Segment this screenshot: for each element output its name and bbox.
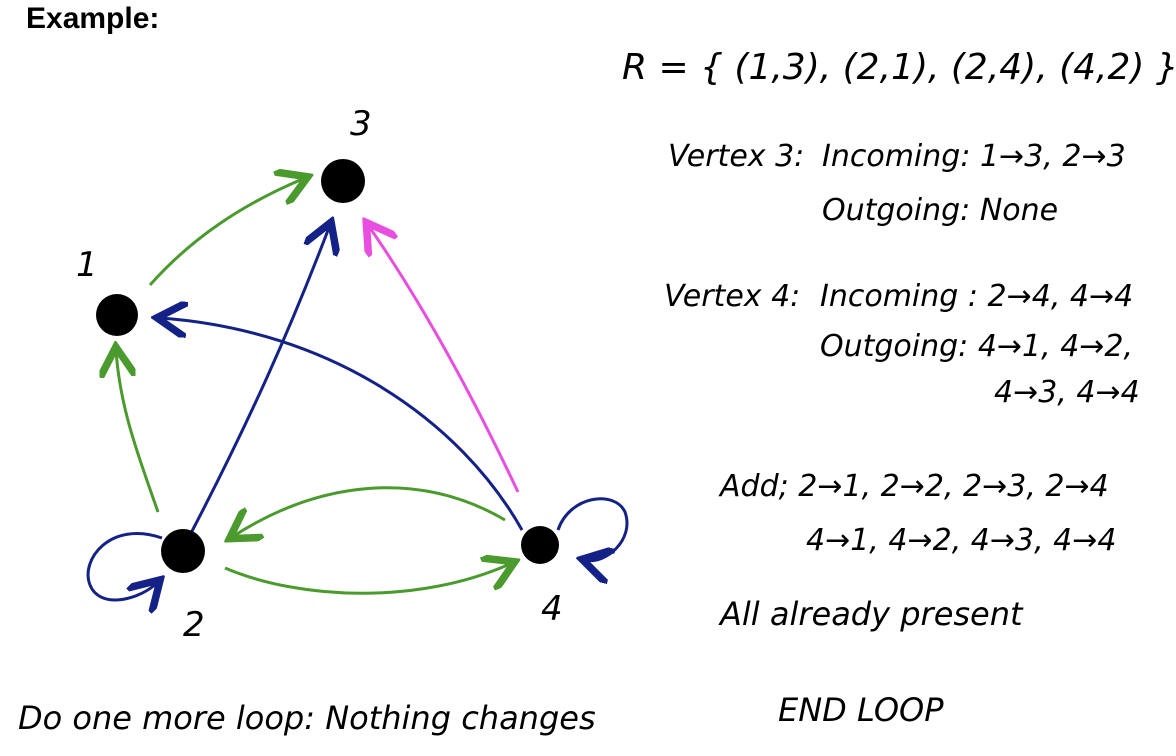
- vertex-1-label: 1: [76, 245, 98, 285]
- edge-2-to-3: [188, 225, 330, 536]
- vertex-2-label: 2: [183, 605, 205, 645]
- vertex-1-node: [96, 294, 138, 336]
- edge-4-loop: [556, 497, 629, 561]
- vertex-4-label: 4: [541, 589, 563, 629]
- edge-1-to-3: [148, 178, 305, 286]
- vertex-3-label: 3: [350, 104, 372, 144]
- vertex-3-heading: Vertex 3:: [668, 139, 805, 174]
- already-present-note: All already present: [720, 595, 1023, 633]
- edge-2-to-1: [116, 350, 160, 513]
- edge-2-loop: [86, 531, 162, 599]
- vertex-4-outgoing-continued: 4→3, 4→4: [994, 375, 1140, 410]
- add-line-2: 4→1, 4→2, 4→3, 4→4: [806, 523, 1117, 558]
- add-line-1: Add; 2→1, 2→2, 2→3, 2→4: [720, 469, 1109, 504]
- vertex-3-incoming: Incoming: 1→3, 2→3: [822, 139, 1126, 174]
- example-title: Example:: [26, 2, 160, 35]
- relation-definition: R = { (1,3), (2,1), (2,4), (4,2) }: [622, 47, 1176, 88]
- edge-4-to-3: [368, 225, 520, 493]
- footer-note: Do one more loop: Nothing changes: [18, 699, 596, 737]
- vertex-2-node: [161, 529, 205, 573]
- vertex-4-node: [521, 526, 559, 564]
- vertex-4-outgoing: Outgoing: 4→1, 4→2,: [820, 329, 1134, 364]
- relation-graph: 3 1 2 4: [76, 104, 629, 645]
- vertex-3-outgoing: Outgoing: None: [822, 193, 1059, 228]
- vertex-4-incoming: Incoming : 2→4, 4→4: [820, 279, 1134, 314]
- vertex-3-node: [321, 159, 365, 203]
- edge-4-to-2: [232, 486, 506, 537]
- end-loop-label: END LOOP: [778, 691, 944, 729]
- vertex-4-heading: Vertex 4:: [664, 279, 801, 314]
- edge-4-to-1: [160, 318, 524, 531]
- edge-2-to-4: [224, 563, 512, 595]
